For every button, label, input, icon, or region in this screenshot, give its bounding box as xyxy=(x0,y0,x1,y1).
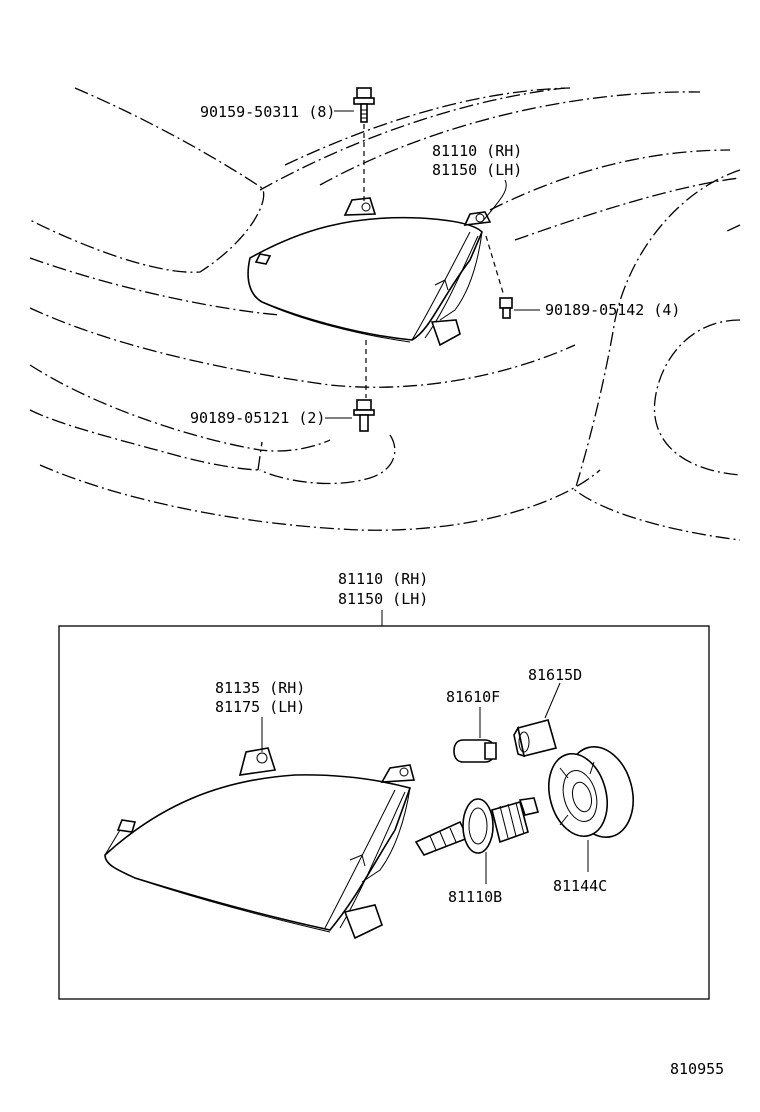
label-unit-rh: 81135 (RH) xyxy=(215,679,305,697)
label-bulb-main: 81110B xyxy=(448,888,502,906)
headlamp-assembly-installed xyxy=(247,197,492,347)
diagram-number: 810955 xyxy=(670,1060,724,1078)
label-bolt-top: 90159-50311 (8) xyxy=(200,103,335,121)
label-screw-bottom: 90189-05121 (2) xyxy=(190,409,325,427)
label-socket: 81615D xyxy=(528,666,582,684)
socket-icon xyxy=(513,719,557,758)
label-assy-box-rh: 81110 (RH) xyxy=(338,570,428,588)
screw-bottom-icon xyxy=(353,399,375,432)
label-screw-side: 90189-05142 (4) xyxy=(545,301,680,319)
screw-side-icon xyxy=(499,297,513,319)
main-bulb-icon xyxy=(414,797,540,856)
small-bulb-icon xyxy=(453,739,497,763)
assy-top-leader xyxy=(481,179,507,223)
label-assy-top-rh: 81110 (RH) xyxy=(432,142,522,160)
label-assy-box-lh: 81150 (LH) xyxy=(338,590,428,608)
label-cover: 81144C xyxy=(553,877,607,895)
screw-side-guide xyxy=(485,235,505,297)
vehicle-body-outline xyxy=(29,87,741,541)
cover-icon xyxy=(548,746,634,838)
label-unit-lh: 81175 (LH) xyxy=(215,698,305,716)
bolt-top-icon xyxy=(353,87,375,123)
socket-leader xyxy=(544,682,561,719)
label-assy-top-lh: 81150 (LH) xyxy=(432,161,522,179)
label-bulb-small: 81610F xyxy=(446,688,500,706)
headlamp-unit xyxy=(104,747,416,940)
exploded-view-frame xyxy=(58,625,710,1000)
